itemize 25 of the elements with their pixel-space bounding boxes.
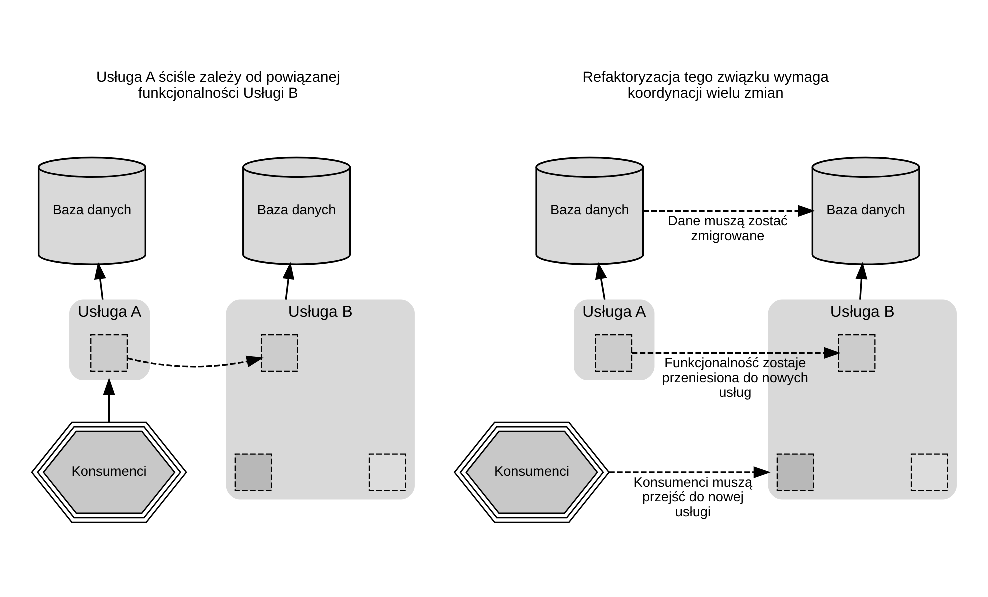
arrow xyxy=(632,346,841,359)
node-box xyxy=(776,453,814,491)
edge-label: Konsumenci muszą przejść do nowej usługi xyxy=(633,474,752,519)
arrow xyxy=(126,355,264,368)
arrow xyxy=(594,262,607,300)
edge-label: Dane muszą zostać zmigrowane xyxy=(668,212,788,243)
arrow xyxy=(102,377,115,422)
node-box xyxy=(234,453,272,491)
node-box xyxy=(90,334,128,372)
cluster: Usługa A xyxy=(574,299,654,380)
arrow xyxy=(643,204,815,217)
arrow xyxy=(94,262,106,300)
label: Usługa A ściśle zależy od powiązanej funkcjonalności Usługi B xyxy=(96,70,340,102)
node-box xyxy=(368,453,406,491)
node-box xyxy=(594,334,632,372)
node-box xyxy=(260,334,298,372)
label: Refaktoryzacja tego związku wymaga koordynacji wielu zmian xyxy=(582,70,828,102)
cluster: Usługa B xyxy=(226,299,414,500)
edge-label: Funkcjonalność zostaje przeniesiona do nowych usług xyxy=(662,355,808,400)
arrow xyxy=(855,262,868,300)
node-box xyxy=(838,334,876,372)
node-box xyxy=(910,453,948,491)
arrow xyxy=(608,466,770,478)
cluster: Usługa A xyxy=(69,299,150,380)
arrow xyxy=(282,262,294,300)
